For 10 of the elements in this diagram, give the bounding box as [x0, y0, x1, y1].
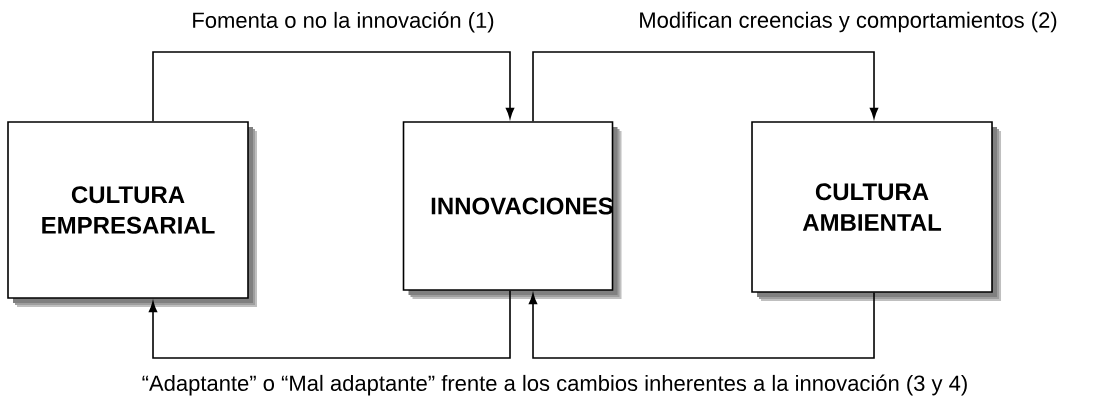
arrow [148, 290, 511, 359]
arrow [532, 51, 879, 122]
arrow [152, 51, 515, 122]
edge-label: Fomenta o no la innovación (1) [190, 10, 496, 34]
process-box: INNOVACIONES [402, 121, 622, 299]
edge-label: Modifican creencias y comportamientos (2) [637, 10, 1060, 34]
process-box: CULTURA AMBIENTAL [751, 121, 1001, 301]
arrow [528, 292, 875, 359]
process-box: CULTURA EMPRESARIAL [7, 121, 257, 307]
note: “Adaptante” o “Mal adaptante” frente a los cambios inherentes a la innovación (3 y 4) [142, 374, 967, 396]
